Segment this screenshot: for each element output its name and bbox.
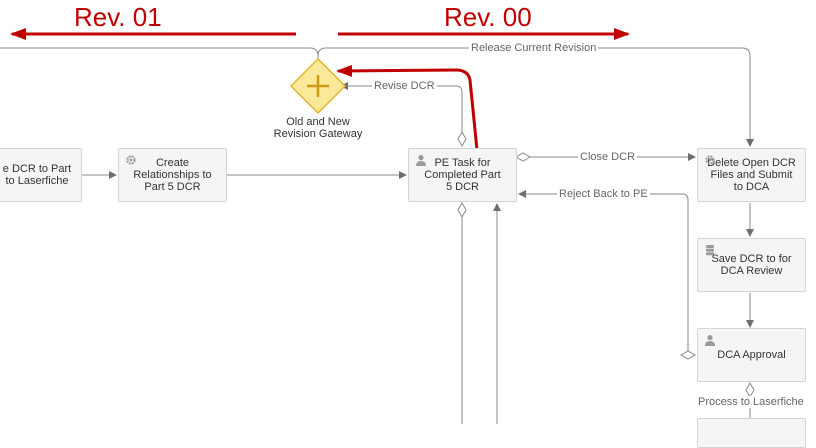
edge-reject-diamond <box>679 350 697 360</box>
plus-icon <box>307 75 329 97</box>
edge-label-release-current-revision: Release Current Revision <box>469 42 599 54</box>
edge-process-diamond <box>745 381 755 399</box>
edge-label-reject-back-to-pe: Reject Back to PE <box>557 188 650 200</box>
user-icon <box>705 335 715 346</box>
node-save-dcr-dca-review[interactable]: Save DCR to for DCA Review <box>697 238 806 292</box>
rev01-label: Rev. 01 <box>74 2 162 32</box>
database-icon <box>706 245 714 256</box>
edge-label-close-dcr: Close DCR <box>578 151 638 163</box>
node-create-relationships[interactable]: Create Relationships to Part 5 DCR <box>118 148 227 202</box>
revise-red-arrow <box>336 64 479 151</box>
edge-revise-dcr[interactable] <box>340 82 463 132</box>
gateway-label: Old and New Revision Gateway <box>273 116 363 140</box>
gear-icon <box>705 155 715 165</box>
edge-reject-back-to-pe[interactable] <box>518 190 695 356</box>
node-process-laserfiche-partial[interactable] <box>697 418 806 448</box>
rev00-label: Rev. 00 <box>444 2 532 32</box>
edge-release-current-revision[interactable] <box>317 47 754 147</box>
node-delete-open-dcr[interactable]: Delete Open DCR Files and Submit to DCA <box>697 148 806 202</box>
user-icon <box>416 155 426 166</box>
node-label: Create Relationships to Part 5 DCR <box>133 157 212 193</box>
edge-label-process-to-laserfiche: Process to Laserfiche <box>696 396 806 408</box>
node-pe-task[interactable]: PE Task for Completed Part 5 DCR <box>408 148 517 202</box>
diagram-connectors <box>0 28 755 424</box>
node-label: DCA Approval <box>717 349 786 361</box>
edge-close-dcr-diamond <box>514 152 532 162</box>
gear-icon <box>126 155 136 165</box>
edge-label-revise-dcr: Revise DCR <box>372 80 437 92</box>
node-label: Save DCR to for DCA Review <box>711 253 792 277</box>
node-label: Delete Open DCR Files and Submit to DCA <box>707 157 796 193</box>
node-save-dcr-laserfiche[interactable]: e DCR to Part to Laserfiche <box>0 148 82 202</box>
node-label: PE Task for Completed Part 5 DCR <box>424 157 501 193</box>
node-dca-approval[interactable]: DCA Approval <box>697 328 806 382</box>
old-new-revision-gateway[interactable] <box>289 57 347 115</box>
edge-revise-dcr-diamond <box>457 130 467 148</box>
node-label: e DCR to Part to Laserfiche <box>2 163 72 187</box>
edge-pe-down-diamond <box>457 201 467 219</box>
edge-top-left[interactable] <box>0 47 319 60</box>
